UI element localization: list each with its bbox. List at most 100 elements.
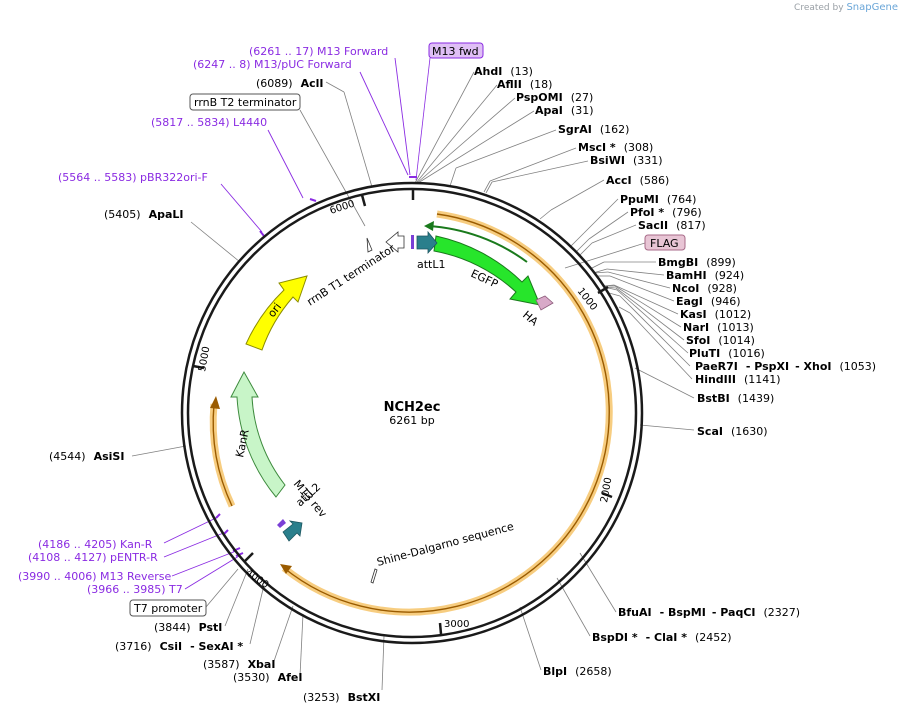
- enzyme-position: (3530): [233, 671, 270, 684]
- enzyme-position: (331): [633, 154, 663, 167]
- enzyme-position: (817): [676, 219, 706, 232]
- enzyme-name: AsiSI: [94, 450, 125, 463]
- attl1-arrow: [416, 230, 438, 255]
- features: [230, 221, 554, 584]
- enzyme-position: (1439): [738, 392, 775, 405]
- svg-text:NcoI(928): NcoI (928): [672, 282, 737, 295]
- enzyme-position: (31): [571, 104, 594, 117]
- enzyme-position: (899): [706, 256, 736, 269]
- enzyme-position: (308): [624, 141, 654, 154]
- enzyme-name-3: - PaqCI: [712, 606, 756, 619]
- enzyme-position: (1630): [731, 425, 768, 438]
- snapgene-credit: Created by SnapGene: [794, 2, 898, 13]
- svg-text:NarI(1013): NarI(1013): [683, 321, 754, 334]
- enzyme-name: SfoI: [686, 334, 710, 347]
- enzyme-position: (946): [711, 295, 741, 308]
- ha-arrow: [535, 295, 554, 311]
- left-enzyme-labels: (6089)AclI (5405)ApaLI (4544) AsiSI (3844…: [49, 77, 380, 704]
- svg-text:BsiWI(331): BsiWI(331): [590, 154, 663, 167]
- enzyme-name: SacII: [638, 219, 668, 232]
- attl2-arrow: [282, 520, 303, 542]
- enzyme-position: (3844): [154, 621, 191, 634]
- enzyme-position: (1141): [744, 373, 781, 386]
- tick-label: 3000: [444, 619, 469, 630]
- enzyme-name-2: - BspMI: [660, 606, 706, 619]
- enzyme-name: XbaI: [248, 658, 276, 671]
- enzyme-name: PspOMI: [516, 91, 563, 104]
- svg-text:BlpI(2658): BlpI(2658): [543, 665, 612, 678]
- enzyme-position: (18): [530, 78, 553, 91]
- enzyme-name: AfeI: [278, 671, 303, 684]
- svg-text:BspDI *- ClaI *(2452): BspDI *- ClaI *(2452): [592, 631, 732, 644]
- svg-text:(3530)AfeI: (3530) AfeI: [233, 671, 302, 684]
- enzyme-position: (13): [510, 65, 533, 78]
- enzyme-name: EagI: [676, 295, 703, 308]
- svg-text:BstBI(1439): BstBI(1439): [697, 392, 774, 405]
- enzyme-name: HindIII: [695, 373, 736, 386]
- tick-label: 4000: [243, 567, 270, 591]
- svg-text:EagI(946): EagI (946): [676, 295, 741, 308]
- rrnbt1-outline-arrow: [385, 231, 405, 253]
- tick-label: 2000: [599, 477, 614, 504]
- primer-label: (3966 .. 3985) T7: [87, 583, 183, 596]
- primer-labels: (6261 .. 17) M13 Forward (6247 .. 8) M13…: [18, 45, 388, 596]
- enzyme-position: (27): [571, 91, 594, 104]
- m13fwd-marker: [411, 235, 414, 249]
- primer-leaders: [163, 57, 411, 590]
- enzyme-name-3: - XhoI: [795, 360, 831, 373]
- enzyme-position: (2658): [575, 665, 612, 678]
- enzyme-position: (764): [667, 193, 697, 206]
- ori-arrow: [245, 275, 308, 351]
- enzyme-position: (5405): [104, 208, 141, 221]
- rrnbt1-arrow: [366, 237, 373, 253]
- svg-text:PluTI(1016): PluTI (1016): [689, 347, 765, 360]
- enzyme-position: (1053): [840, 360, 877, 373]
- enzyme-name: PfoI *: [630, 206, 664, 219]
- enzyme-name: NarI: [683, 321, 709, 334]
- enzyme-position: (4544): [49, 450, 86, 463]
- svg-text:ScaI(1630): ScaI(1630): [697, 425, 768, 438]
- enzyme-name: PstI: [199, 621, 223, 634]
- enzyme-name: BamHI: [666, 269, 707, 282]
- tick-label: 5000: [197, 346, 212, 373]
- enzyme-name-2: - SexAI *: [190, 640, 243, 653]
- primer-label: (6261 .. 17) M13 Forward: [249, 45, 388, 58]
- svg-text:(3253)BstXI: (3253)BstXI: [303, 691, 380, 704]
- leader-lines: [131, 57, 695, 691]
- svg-text:SfoI(1014): SfoI (1014): [686, 334, 755, 347]
- svg-text:SgrAI(162): SgrAI(162): [558, 123, 629, 136]
- right-enzyme-labels: AhdI(13) AflII(18) PspOMI(27) ApaI(31) S…: [474, 65, 876, 678]
- enzyme-name: BfuAI: [618, 606, 652, 619]
- boxed-labels: M13 fwd FLAG rrnB T2 terminator T7 promo…: [129, 42, 686, 617]
- enzyme-position: (3587): [203, 658, 240, 671]
- enzyme-name: NcoI: [672, 282, 699, 295]
- enzyme-position: (924): [715, 269, 745, 282]
- enzyme-name: BstXI: [348, 691, 381, 704]
- enzyme-position: (928): [707, 282, 737, 295]
- svg-text:PaeR7I- PspXI- XhoI(1053): PaeR7I- PspXI- XhoI(1053): [695, 360, 876, 373]
- svg-text:BamHI(924): BamHI (924): [666, 269, 744, 282]
- svg-text:AflII(18): AflII (18): [497, 78, 552, 91]
- enzyme-position: (1016): [728, 347, 765, 360]
- enzyme-name: BspDI *: [592, 631, 638, 644]
- svg-text:(3716)CsiI- SexAI *: (3716)CsiI- SexAI *: [115, 640, 243, 653]
- enzyme-position: (586): [640, 174, 670, 187]
- svg-text:MscI *(308): MscI * (308): [578, 141, 653, 154]
- primer-label: (5817 .. 5834) L4440: [151, 116, 267, 129]
- enzyme-position: (1014): [718, 334, 755, 347]
- tick-label: 6000: [329, 199, 357, 217]
- svg-text:(5405)ApaLI: (5405)ApaLI: [104, 208, 184, 221]
- enzyme-name: BmgBI: [658, 256, 698, 269]
- svg-text:(6089)AclI: (6089)AclI: [256, 77, 323, 90]
- svg-text:AhdI(13): AhdI(13): [474, 65, 533, 78]
- enzyme-name: MscI *: [578, 141, 616, 154]
- enzyme-name: AflII: [497, 78, 522, 91]
- plasmid-length: 6261 bp: [389, 414, 434, 427]
- enzyme-name: PluTI: [689, 347, 720, 360]
- primer-label: (3990 .. 4006) M13 Reverse: [18, 570, 171, 583]
- snapgene-logo: SnapGene: [846, 2, 898, 13]
- rrnbt1-label: rrnB T1 terminator: [305, 242, 398, 309]
- kanr-label: KanR: [233, 428, 252, 459]
- svg-text:BmgBI(899): BmgBI (899): [658, 256, 736, 269]
